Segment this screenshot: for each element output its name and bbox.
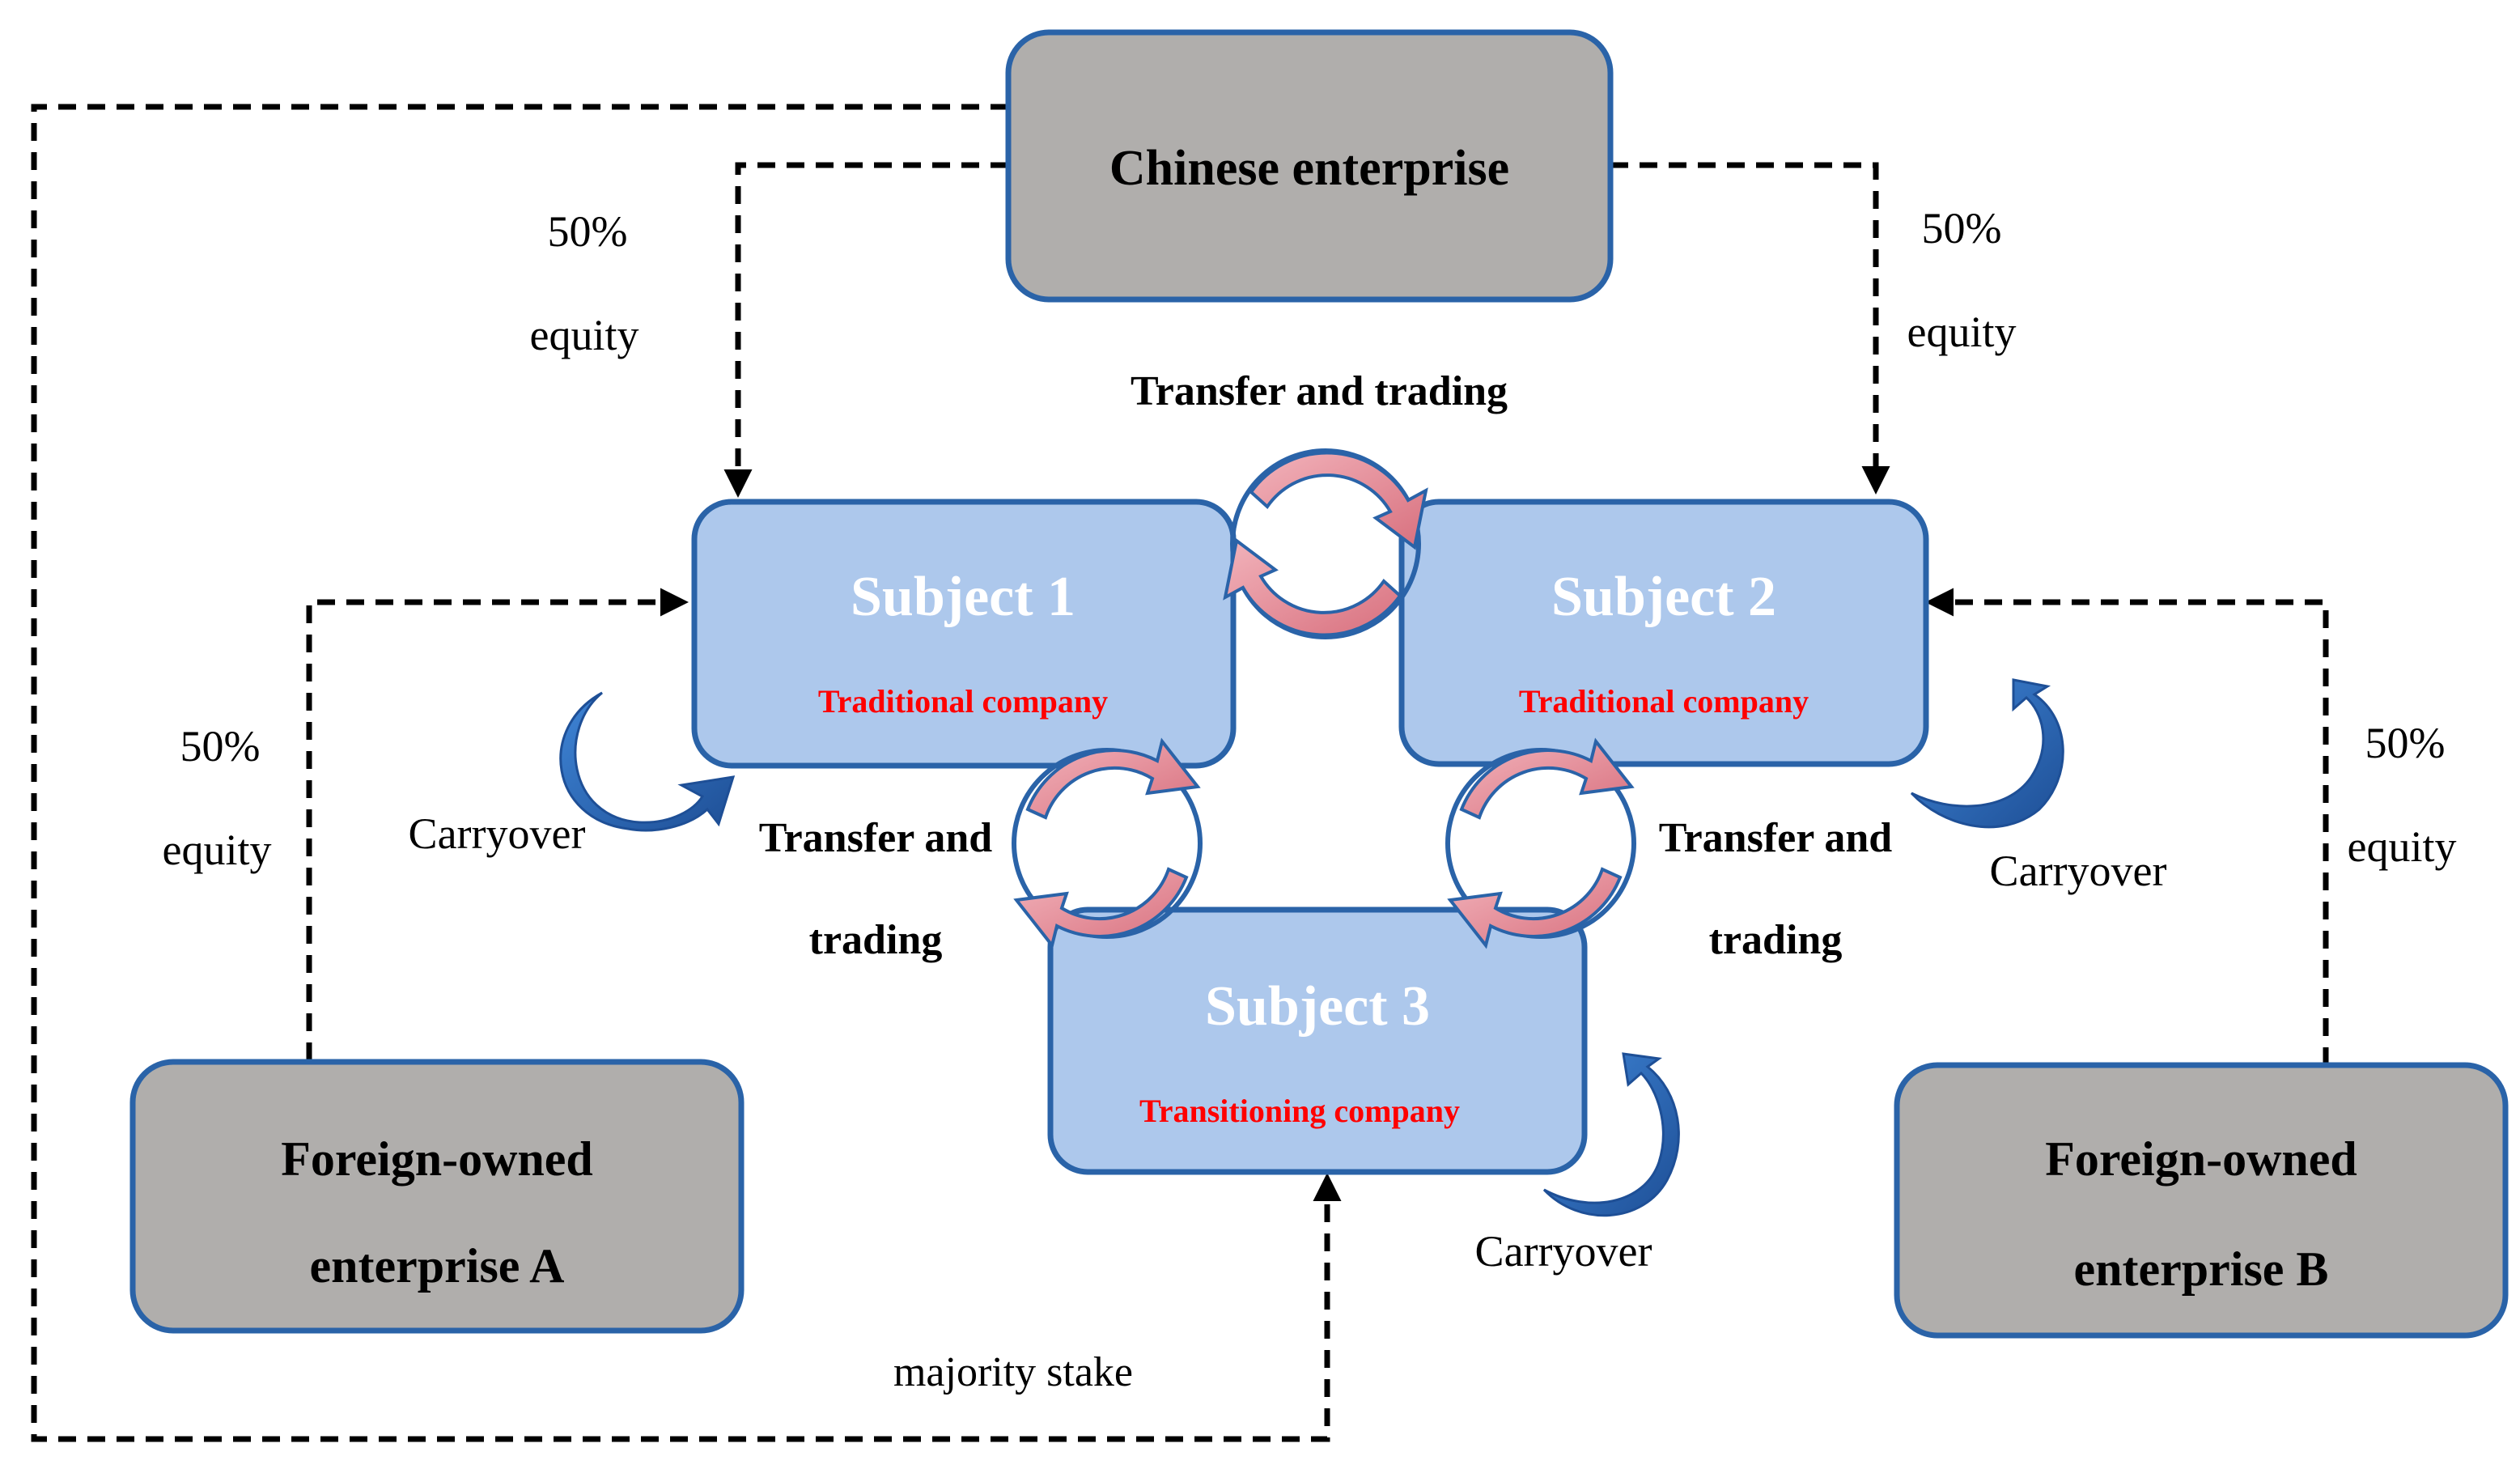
node-subject-1: Subject 1 Traditional company [691,499,1237,769]
node-subject-2: Subject 2 Traditional company [1398,499,1929,767]
carryover-label-1: Carryover [409,809,586,858]
transfer-top-label: Transfer and trading [1131,368,1508,414]
carryover-label-3: Carryover [1475,1227,1652,1276]
connector-chinese-subject3 [31,104,1342,1442]
equity-right-top-pct: 50% [1922,204,2002,253]
dashed-connectors [31,104,2329,1442]
equity-right-mid-pct: 50% [2365,719,2446,767]
cycle-right-arrow-upper [1459,737,1635,820]
subject-2-title: Subject 2 [1551,566,1776,628]
subject-3-title: Subject 3 [1205,975,1430,1038]
connector-chinese-subject2 [1610,162,1890,495]
transfer-right-line1: Transfer and [1659,815,1893,861]
foreign-a-line2: enterprise A [310,1239,565,1293]
carryover-arrow-1 [559,691,736,832]
node-subject-3: Subject 3 Transitioning company [1047,906,1588,1175]
carryover-arrow-3 [1542,1052,1680,1217]
transfer-cycle-right [1445,737,1636,949]
chinese-enterprise-title: Chinese enterprise [1109,141,1509,196]
node-foreign-enterprise-a: Foreign-owned enterprise A [129,1059,745,1334]
transfer-right-line2: trading [1709,917,1843,963]
cycle-right-arrow-lower [1447,867,1623,949]
cycle-top-arrow-upper [1249,451,1428,550]
cycle-top-arrow-lower [1223,537,1402,637]
equity-right-mid-word: equity [2348,822,2457,871]
majority-stake-label: majority stake [893,1349,1133,1395]
transfer-left-line2: trading [809,917,943,963]
node-chinese-enterprise: Chinese enterprise [1005,29,1614,303]
subject-3-subtitle: Transitioning company [1139,1093,1460,1129]
connector-foreignB-subject2 [1925,588,2329,1065]
equity-right-top-word: equity [1907,308,2017,356]
subject-2-subtitle: Traditional company [1519,683,1809,720]
connector-foreignA-subject1 [306,588,689,1060]
foreign-b-line1: Foreign-owned [2045,1132,2357,1186]
equity-left-top-pct: 50% [548,207,628,256]
subject-1-subtitle: Traditional company [818,683,1108,720]
cycle-left-arrow-lower [1013,867,1189,949]
foreign-a-line1: Foreign-owned [281,1132,593,1186]
carryover-label-2: Carryover [1990,847,2167,895]
equity-left-mid-word: equity [163,826,272,874]
node-foreign-enterprise-b: Foreign-owned enterprise B [1894,1062,2509,1339]
foreign-b-line2: enterprise B [2074,1242,2329,1296]
subject-1-title: Subject 1 [851,566,1075,628]
equity-left-mid-pct: 50% [180,722,261,771]
equity-left-top-word: equity [530,311,639,359]
transfer-cycle-top [1223,448,1428,639]
transfer-cycle-left [1012,737,1203,949]
transfer-left-line1: Transfer and [759,815,993,861]
cycle-left-arrow-upper [1025,737,1201,820]
carryover-arrow-2 [1910,678,2064,829]
connector-chinese-subject1 [723,162,1008,498]
